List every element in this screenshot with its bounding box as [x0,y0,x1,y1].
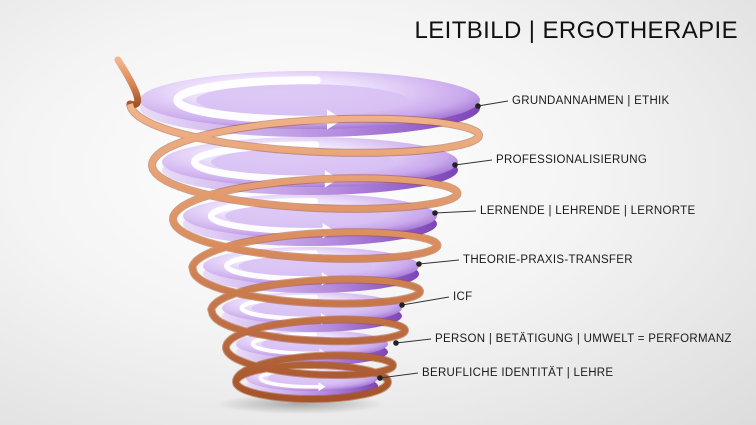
page-title: LEITBILD | ERGOTHERAPIE [414,17,738,44]
level-label-icf: ICF [453,291,473,303]
connector-line-3 [434,210,477,214]
rotation-arrow-icon [173,76,334,124]
level-label-grundannahmen-ethik: GRUNDANNAHMEN | ETHIK [512,95,670,107]
level-label-berufliche-identitaet-lehre: BERUFLICHE IDENTITÄT | LEHRE [422,367,614,379]
connector-line-2 [454,159,493,166]
connector-line-7 [379,372,419,379]
disc-level-1 [140,71,480,137]
spiral-ribbon [127,103,482,402]
rotation-arrowhead-icon [318,382,326,392]
connector-dot-6 [393,340,399,346]
connector-dot-7 [377,375,383,381]
ribbon-layer [114,56,483,403]
spiral-ribbon-tail [114,56,142,109]
level-label-professionalisierung: PROFESSIONALISIERUNG [496,154,648,166]
level-label-lernende-lehrende-lernorte: LERNENDE | LEHRENDE | LERNORTE [480,205,696,217]
level-label-theorie-praxis-transfer: THEORIE-PRAXIS-TRANSFER [463,254,633,266]
disc-level-2 [162,137,458,195]
connector-layer [377,100,509,381]
connector-dot-4 [416,261,422,267]
level-label-person-betaetigung-umwelt: PERSON | BETÄTIGUNG | UMWELT = PERFORMAN… [435,333,732,345]
connector-line-5 [401,296,450,306]
connector-line-4 [418,259,460,265]
connector-line-1 [477,100,509,107]
connector-line-6 [395,338,432,344]
connector-dot-1 [475,103,481,109]
disc-inner-oval [196,84,407,116]
connector-dot-3 [432,210,438,216]
connector-dot-2 [452,162,458,168]
connector-dot-5 [399,302,405,308]
